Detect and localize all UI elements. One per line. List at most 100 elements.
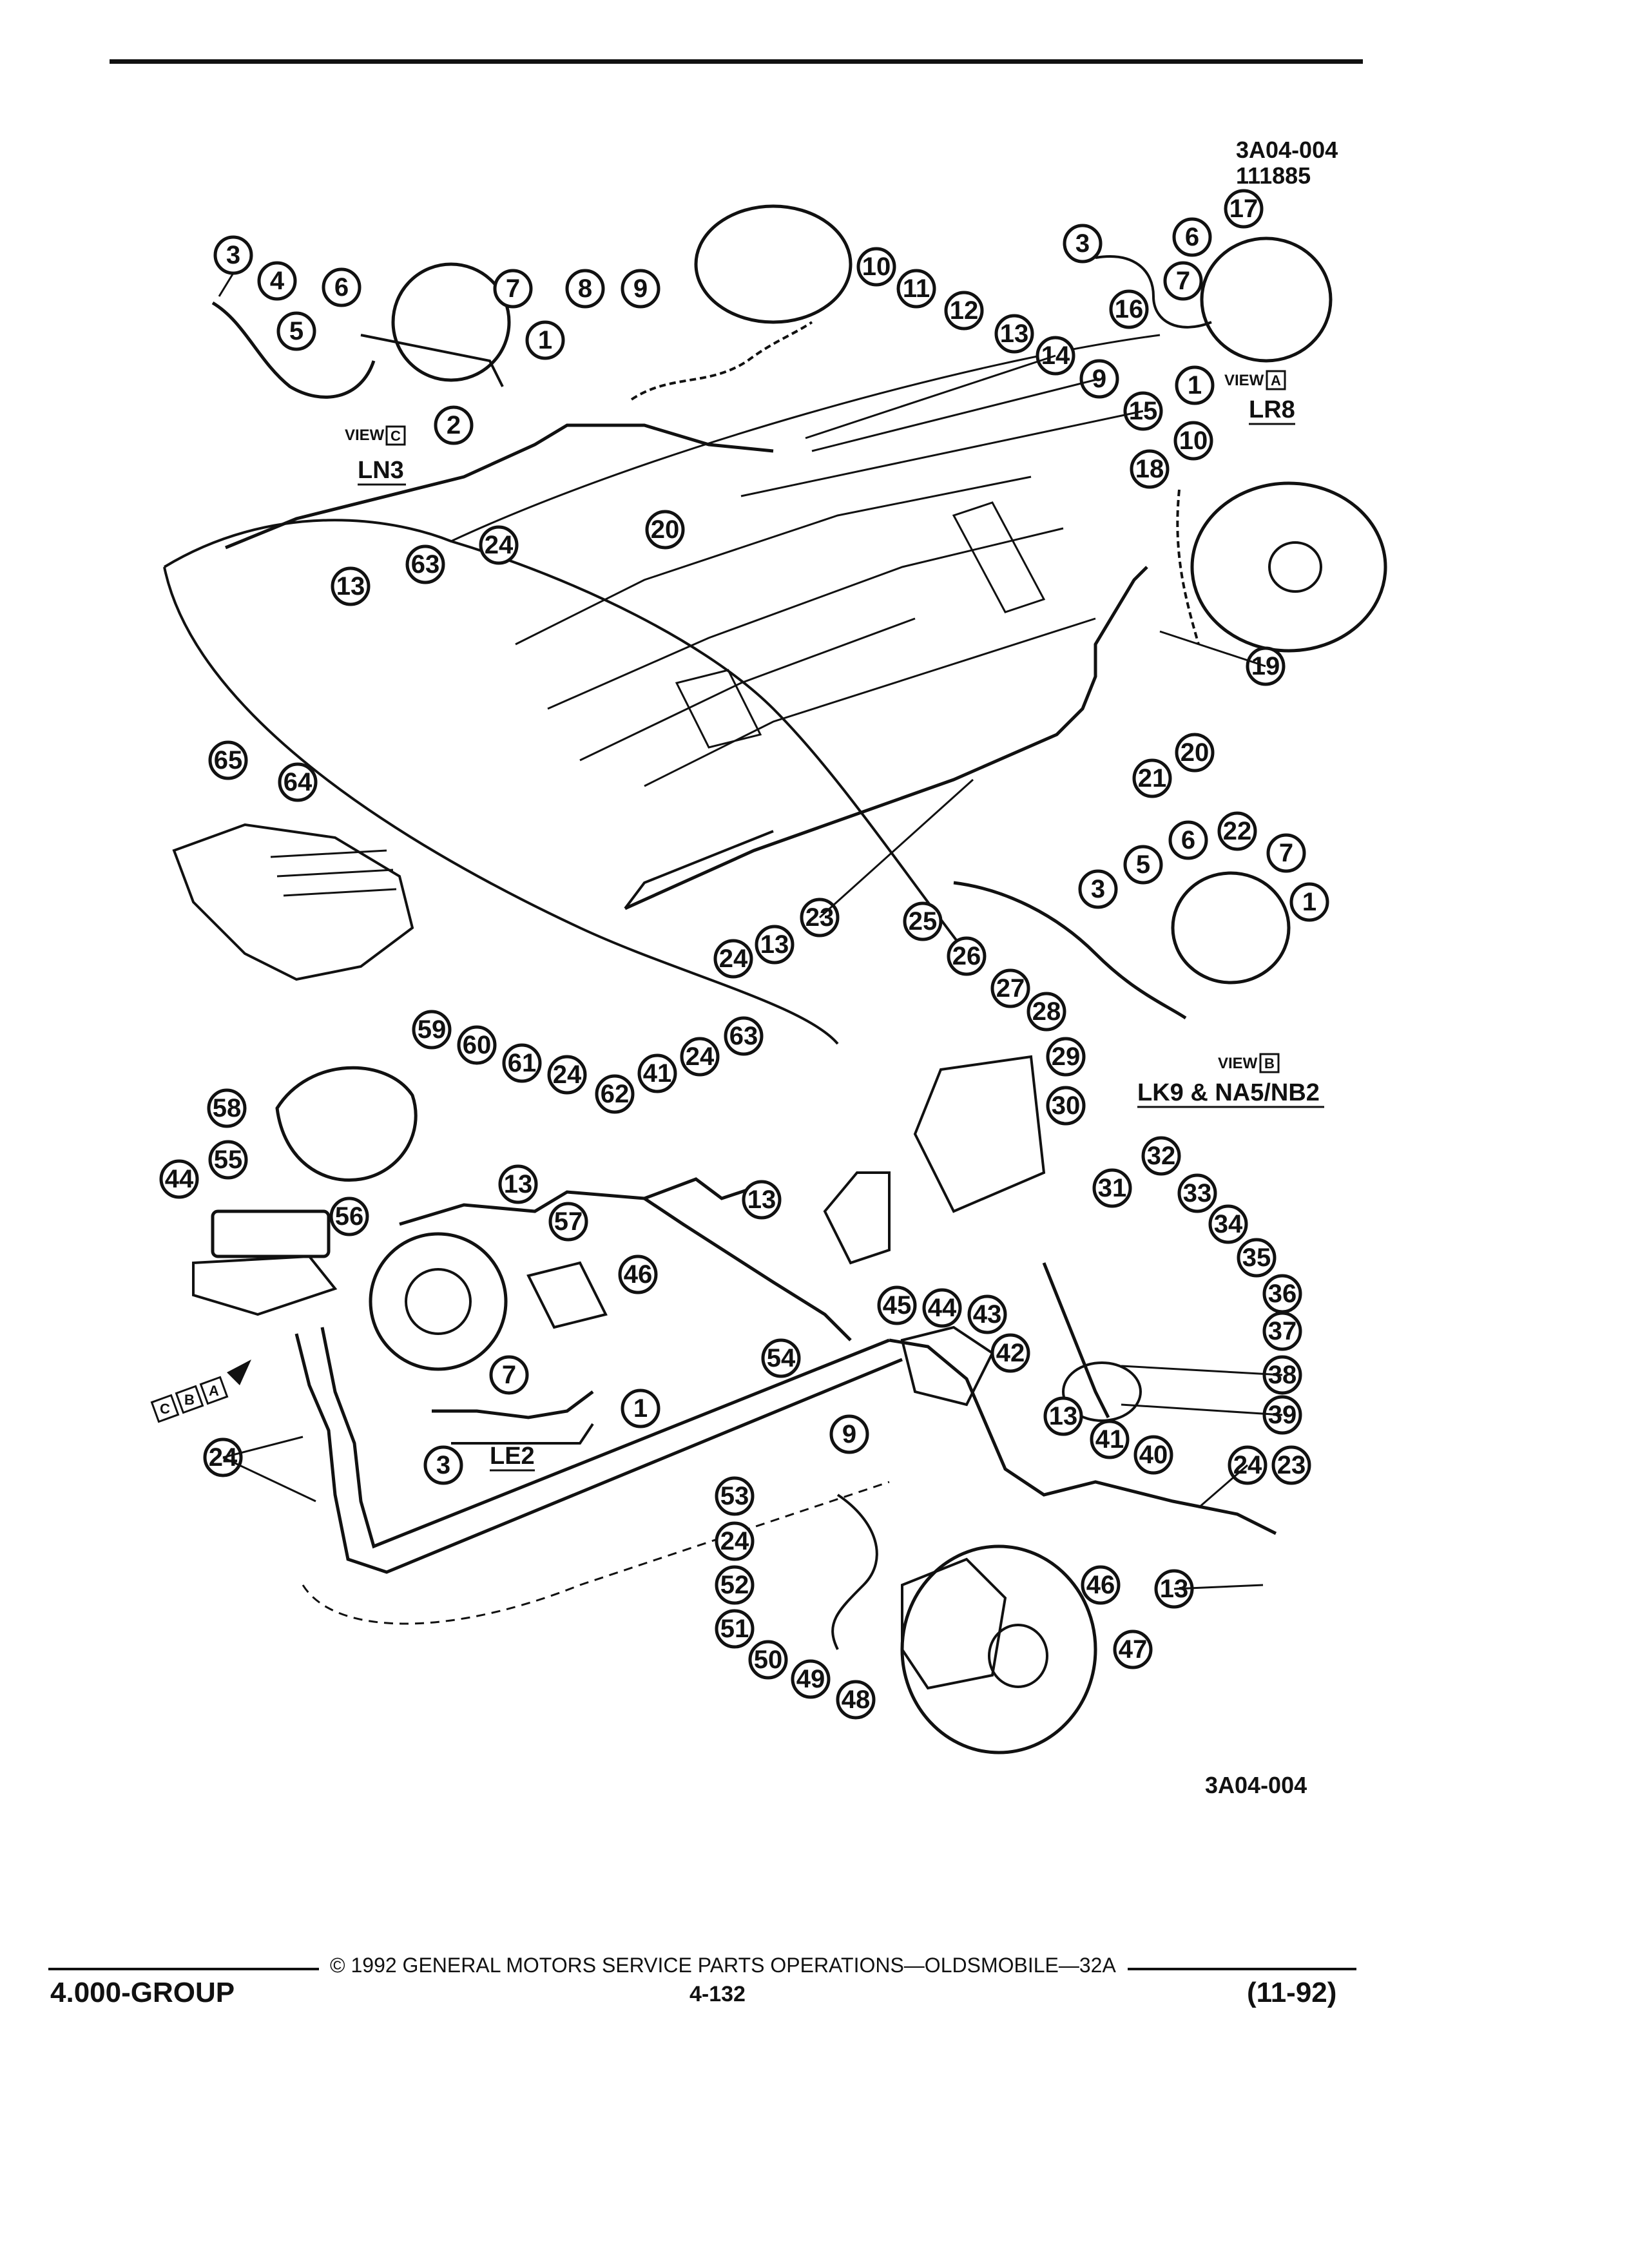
svg-text:9: 9 xyxy=(842,1420,856,1448)
figure-ref-date: 111885 xyxy=(1236,162,1311,189)
callout-63: 63 xyxy=(405,544,445,584)
callout-54: 54 xyxy=(761,1338,801,1378)
svg-text:21: 21 xyxy=(1138,764,1167,793)
svg-text:10: 10 xyxy=(862,253,891,281)
svg-text:3: 3 xyxy=(1091,875,1105,903)
svg-text:46: 46 xyxy=(624,1260,653,1289)
callout-32: 32 xyxy=(1141,1136,1181,1176)
callout-9: 9 xyxy=(621,269,660,309)
svg-text:8: 8 xyxy=(578,274,592,303)
engine-ln3: LN3 xyxy=(358,457,404,484)
figure-ref-code: 3A04-004 xyxy=(1236,137,1338,163)
svg-text:7: 7 xyxy=(1279,839,1293,867)
callout-13: 13 xyxy=(498,1164,538,1204)
footer-rule-right xyxy=(1128,1968,1356,1970)
svg-text:32: 32 xyxy=(1147,1142,1176,1170)
engine-lk9-na5-nb2: LK9 & NA5/NB2 xyxy=(1137,1079,1320,1106)
svg-text:47: 47 xyxy=(1119,1635,1148,1664)
svg-text:24: 24 xyxy=(719,945,748,973)
view-a-letter: A xyxy=(1271,372,1281,389)
callout-59: 59 xyxy=(412,1010,452,1050)
callout-16: 16 xyxy=(1109,289,1149,329)
svg-text:2: 2 xyxy=(447,411,461,439)
callout-13: 13 xyxy=(755,925,795,965)
callout-8: 8 xyxy=(565,269,605,309)
callout-7: 7 xyxy=(489,1355,529,1395)
svg-text:26: 26 xyxy=(952,942,981,970)
footer-rule-left xyxy=(48,1968,319,1970)
engine-le2: LE2 xyxy=(490,1443,535,1470)
svg-text:6: 6 xyxy=(334,273,349,302)
svg-text:5: 5 xyxy=(289,317,304,345)
svg-text:7: 7 xyxy=(506,274,520,303)
svg-text:43: 43 xyxy=(973,1300,1002,1329)
svg-text:20: 20 xyxy=(651,515,680,544)
callout-6: 6 xyxy=(322,267,361,307)
svg-text:13: 13 xyxy=(747,1186,776,1214)
callout-17: 17 xyxy=(1224,189,1264,229)
callout-15: 15 xyxy=(1123,391,1163,431)
callout-4: 4 xyxy=(257,261,297,301)
callout-65: 65 xyxy=(208,740,248,780)
callout-20: 20 xyxy=(1175,733,1215,773)
callout-28: 28 xyxy=(1027,992,1066,1032)
svg-text:10: 10 xyxy=(1179,427,1208,455)
callout-29: 29 xyxy=(1046,1037,1086,1077)
svg-text:A: A xyxy=(209,1383,219,1399)
callout-42: 42 xyxy=(990,1333,1030,1373)
callout-21: 21 xyxy=(1132,758,1172,798)
svg-text:23: 23 xyxy=(1277,1451,1306,1479)
svg-text:53: 53 xyxy=(720,1482,749,1510)
svg-text:20: 20 xyxy=(1181,738,1210,767)
callout-60: 60 xyxy=(457,1025,497,1065)
svg-text:6: 6 xyxy=(1185,223,1199,251)
callout-13: 13 xyxy=(1043,1396,1083,1436)
callout-57: 57 xyxy=(548,1202,588,1242)
svg-text:24: 24 xyxy=(686,1043,715,1071)
svg-text:50: 50 xyxy=(754,1646,783,1674)
svg-text:22: 22 xyxy=(1223,817,1252,845)
svg-text:65: 65 xyxy=(214,746,243,774)
callout-58: 58 xyxy=(207,1088,247,1128)
direction-arrow-icon xyxy=(227,1360,251,1385)
callout-44: 44 xyxy=(922,1288,962,1328)
callout-13: 13 xyxy=(994,314,1034,354)
callout-18: 18 xyxy=(1130,449,1170,489)
engine-lr8: LR8 xyxy=(1249,396,1295,423)
svg-text:4: 4 xyxy=(270,267,285,295)
callout-20: 20 xyxy=(645,510,685,550)
view-b-word: VIEW xyxy=(1218,1055,1258,1072)
view-b-label: VIEW B LK9 & NA5/NB2 xyxy=(1137,1053,1324,1108)
svg-text:34: 34 xyxy=(1214,1210,1243,1238)
leader-lines xyxy=(218,273,1283,1590)
callout-64: 64 xyxy=(278,762,318,802)
callout-7: 7 xyxy=(1163,261,1203,301)
callout-3: 3 xyxy=(1078,869,1118,909)
svg-text:41: 41 xyxy=(643,1059,672,1088)
svg-text:45: 45 xyxy=(883,1291,912,1320)
svg-text:13: 13 xyxy=(760,930,789,959)
svg-text:14: 14 xyxy=(1041,341,1070,370)
callout-37: 37 xyxy=(1262,1311,1302,1351)
view-a-word: VIEW xyxy=(1224,372,1264,389)
callout-6: 6 xyxy=(1168,820,1208,860)
le2-label: LE2 xyxy=(490,1443,535,1472)
svg-text:41: 41 xyxy=(1095,1425,1124,1454)
view-arrow-cba: C B A xyxy=(150,1360,251,1423)
callout-46: 46 xyxy=(1081,1565,1121,1605)
callout-7: 7 xyxy=(1266,833,1306,873)
view-c-label: VIEW C LN3 xyxy=(345,425,406,486)
callout-5: 5 xyxy=(276,311,316,351)
svg-text:58: 58 xyxy=(213,1094,242,1122)
svg-text:54: 54 xyxy=(767,1344,796,1372)
svg-text:60: 60 xyxy=(463,1031,492,1059)
callout-35: 35 xyxy=(1237,1238,1277,1278)
callout-52: 52 xyxy=(715,1565,755,1605)
callout-62: 62 xyxy=(595,1074,635,1114)
svg-text:51: 51 xyxy=(720,1615,749,1643)
svg-text:29: 29 xyxy=(1052,1043,1081,1071)
callout-27: 27 xyxy=(990,968,1030,1008)
callouts: 3 4 5 6 7 1 2 8 9 10 11 12 13 14 9 15 3 … xyxy=(159,189,1329,1720)
callout-3: 3 xyxy=(1063,224,1103,264)
svg-text:63: 63 xyxy=(411,550,440,579)
